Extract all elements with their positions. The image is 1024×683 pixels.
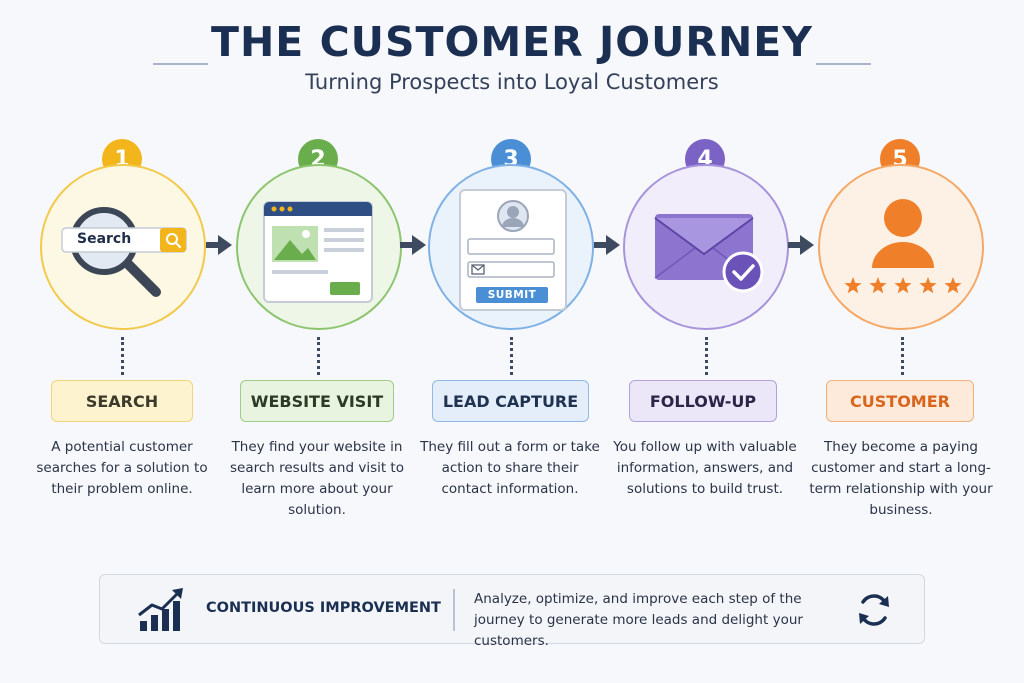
- title-rule-left: [153, 63, 208, 65]
- page-subtitle: Turning Prospects into Loyal Customers: [305, 70, 719, 94]
- step-3-circle: SUBMIT: [428, 164, 594, 330]
- step-4-description: You follow up with valuable information,…: [613, 439, 797, 497]
- step-2-label: WEBSITE VISIT: [240, 380, 394, 422]
- arrow-icon: [400, 235, 426, 255]
- continuous-improvement-panel: CONTINUOUS IMPROVEMENT Analyze, optimize…: [99, 574, 925, 649]
- step-2-description: They find your website in search results…: [229, 439, 404, 518]
- growth-chart-icon: [138, 588, 183, 631]
- step-4-label: FOLLOW-UP: [629, 380, 777, 422]
- star-icon: [869, 277, 887, 294]
- envelope-check-icon: [654, 214, 764, 293]
- arrow-icon: [788, 235, 814, 255]
- magnifier-search-bar-icon: [61, 207, 187, 297]
- step-3-label: LEAD CAPTURE: [432, 380, 589, 422]
- step-1-label: SEARCH: [51, 380, 193, 422]
- submit-button-text: SUBMIT: [487, 289, 537, 301]
- step-4-connector: [705, 337, 708, 375]
- step-4-circle: [623, 164, 789, 330]
- arrow-icon: [594, 235, 620, 255]
- step-5-connector: [901, 337, 904, 375]
- title-rule-right: [816, 63, 871, 65]
- browser-window-icon: [263, 201, 373, 303]
- refresh-cycle-icon: [859, 594, 889, 626]
- footer-divider: [453, 589, 455, 631]
- star-icon: [894, 277, 912, 294]
- form-icon: [459, 189, 567, 311]
- star-icon: [844, 277, 862, 294]
- step-5-label: CUSTOMER: [826, 380, 974, 422]
- arrow-icon: [206, 235, 232, 255]
- step-2-circle: [236, 164, 402, 330]
- step-1-description: A potential customer searches for a solu…: [36, 439, 208, 497]
- star-icon: [944, 277, 962, 294]
- footer-text: Analyze, optimize, and improve each step…: [474, 591, 803, 649]
- step-5-circle: [818, 164, 984, 330]
- step-1-circle: Search: [40, 164, 206, 330]
- step-2-connector: [317, 337, 320, 375]
- footer-title: CONTINUOUS IMPROVEMENT: [206, 600, 441, 616]
- page-title: THE CUSTOMER JOURNEY: [211, 18, 813, 66]
- search-bar-text: Search: [77, 231, 132, 247]
- step-1-connector: [121, 337, 124, 375]
- star-icon: [919, 277, 937, 294]
- step-3-description: They fill out a form or take action to s…: [420, 439, 600, 497]
- customer-stars-icon: [844, 199, 962, 294]
- step-3-connector: [510, 337, 513, 375]
- step-5-description: They become a paying customer and start …: [809, 439, 993, 518]
